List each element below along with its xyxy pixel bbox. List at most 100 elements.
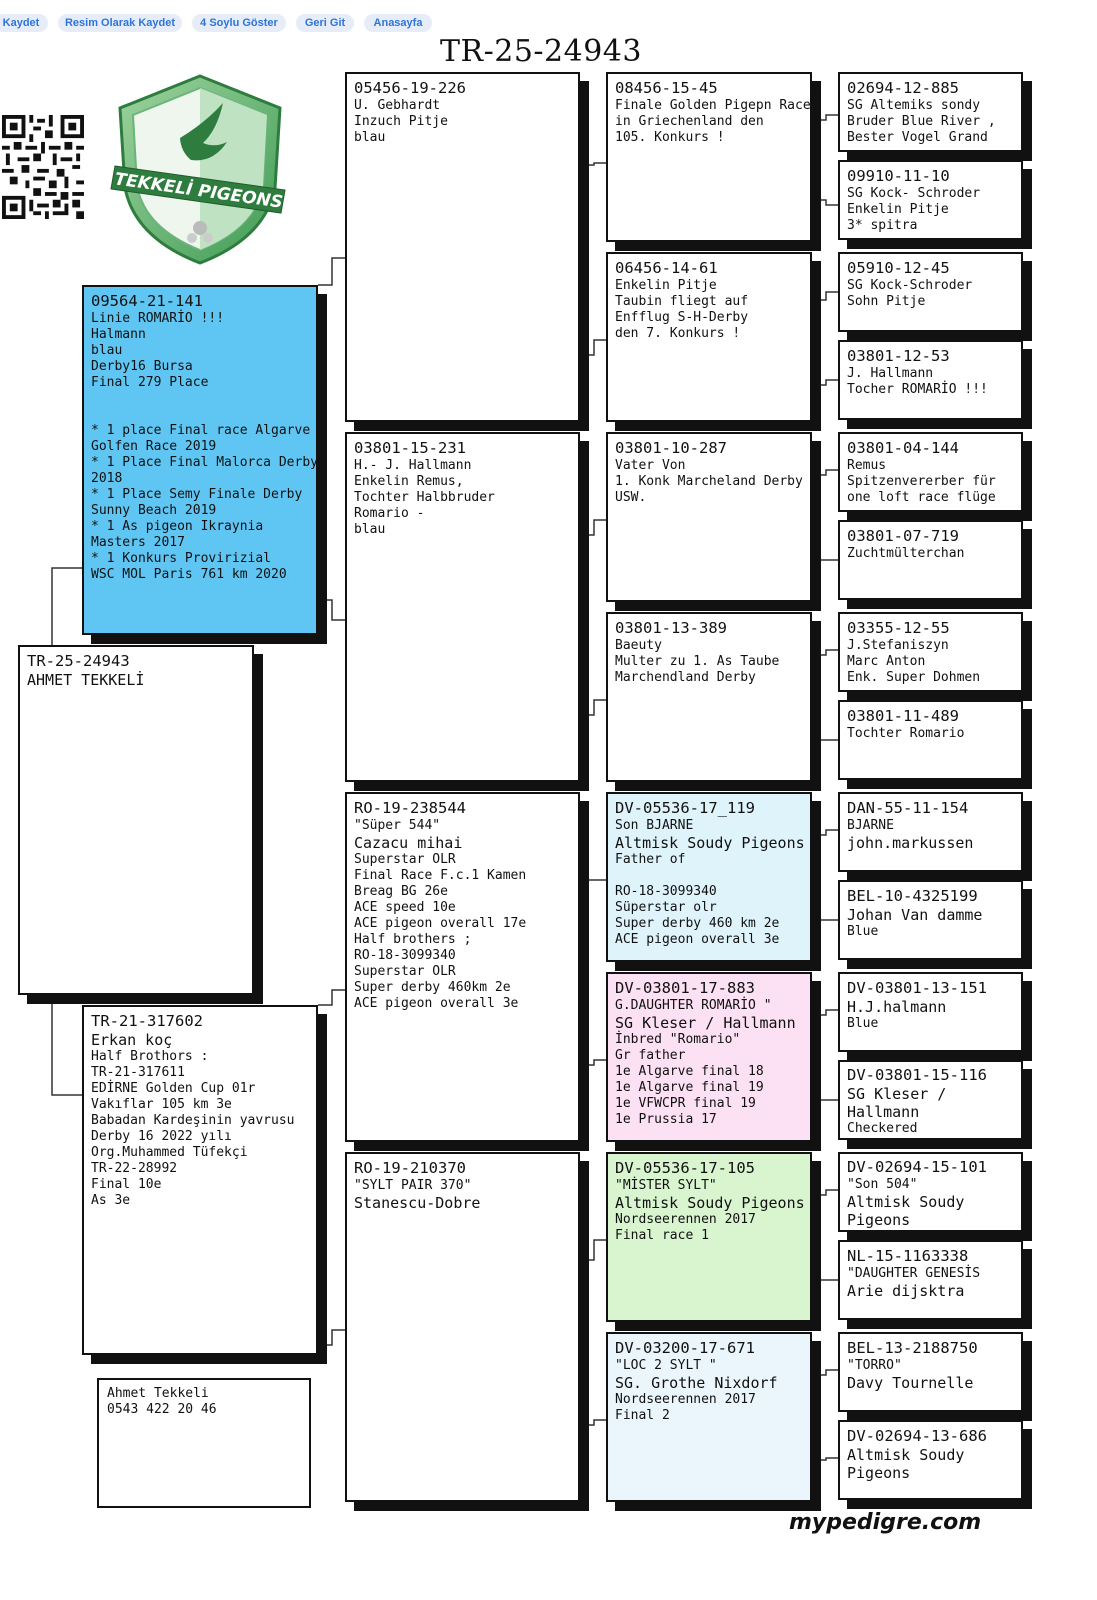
site-brand-footer[interactable]: mypedigre.com [789,1510,982,1535]
info-line: 1e VFWCPR final 19 [615,1096,756,1111]
info-line: Tocher ROMARİO !!! [847,382,988,397]
gen4-card[interactable]: 03801-04-144 Remus Spitzenvererber für o… [838,432,1023,512]
info-line: Enfflug S-H-Derby [615,310,749,325]
gen3-card[interactable]: DV-03200-17-671 "LOC 2 SYLT " SG. Grothe… [606,1332,812,1502]
gen4-card[interactable]: NL-15-1163338 "DAUGHTER GENESİS Arie dij… [838,1240,1023,1320]
subject-card[interactable]: TR-25-24943 AHMET TEKKELİ [18,645,254,995]
gen4-card[interactable]: DAN-55-11-154 BJARNE john.markussen [838,792,1023,872]
breeder-name: john.markussen [847,834,974,852]
info-line: blau [354,130,386,145]
breeder-name: Cazacu mihai [354,834,463,852]
gen3-card[interactable]: 06456-14-61 Enkelin Pitje Taubin fliegt … [606,252,812,422]
gen2-card[interactable]: RO-19-210370 "SYLT PAIR 370" Stanescu-Do… [345,1152,580,1502]
breeder-name: Altmisk Soudy Pigeons [615,1194,805,1212]
gen2-card[interactable]: 05456-19-226 U. Gebhardt Inzuch Pitje bl… [345,72,580,422]
gen4-card[interactable]: 05910-12-45 SG Kock-Schroder Sohn Pitje [838,252,1023,332]
info-line: Enkelin Pitje [615,278,717,293]
qr-code [2,115,84,219]
gen4-card[interactable]: 03801-12-53 J. Hallmann Tocher ROMARİO !… [838,340,1023,420]
ring-number: 03801-13-389 [615,619,727,637]
gen3-card[interactable]: 03801-10-287 Vater Von 1. Konk Marchelan… [606,432,812,602]
home-button[interactable]: Anasayfa [364,14,432,32]
ring-number: 03801-12-53 [847,347,950,365]
gen3-card[interactable]: 03801-13-389 Baeuty Multer zu 1. As Taub… [606,612,812,782]
gen4-card[interactable]: BEL-10-4325199 Johan Van damme Blue [838,880,1023,960]
ring-number: DV-03801-15-116 [847,1066,987,1084]
info-line: Superstar OLR [354,852,456,867]
gen4-card[interactable]: DV-02694-13-686 Altmisk Soudy Pigeons [838,1420,1023,1500]
info-line: Final race 1 [615,1228,709,1243]
info-line: ACE pigeon overall 17e [354,916,527,931]
info-line: J.Stefaniszyn [847,638,949,653]
ring-number: 03355-12-55 [847,619,950,637]
sire-ring-number: 09564-21-141 [91,292,203,310]
ring-number: RO-19-238544 [354,799,466,817]
breeder-name: Altmisk Soudy Pigeons [615,834,805,852]
info-line: Blue [847,924,879,939]
sire-card[interactable]: 09564-21-141 Linie ROMARİO !!! Halmann b… [82,285,318,635]
dam-ring-number: TR-21-317602 [91,1012,203,1030]
owner-phone: 0543 422 20 46 [107,1402,217,1417]
breeder-name: SG. Grothe Nixdorf [615,1374,778,1392]
info-line: 1e Algarve final 18 [615,1064,764,1079]
dam-info-line: TR-22-28992 [91,1161,178,1176]
info-line: Nordseerennen 2017 [615,1212,756,1227]
gen4-card[interactable]: 03801-07-719 Zuchtmülterchan [838,520,1023,600]
ring-number: 06456-14-61 [615,259,718,277]
breeder-name: Johan Van damme [847,906,983,924]
gen3-card[interactable]: DV-03801-17-883 G.DAUGHTER ROMARİO " SG … [606,972,812,1142]
gen4-card[interactable]: 03355-12-55 J.Stefaniszyn Marc Anton Enk… [838,612,1023,692]
ring-number: BEL-10-4325199 [847,887,978,905]
ring-number: DV-05536-17_119 [615,799,755,817]
info-line: Multer zu 1. As Taube [615,654,780,669]
ring-number: DV-03200-17-671 [615,1339,755,1357]
gen4-card[interactable]: 02694-12-885 SG Altemiks sondy Bruder Bl… [838,72,1023,152]
gen3-card[interactable]: DV-05536-17_119 Son BJARNE Altmisk Soudy… [606,792,812,962]
dam-card[interactable]: TR-21-317602 Erkan koç Half Brothors : T… [82,1005,318,1355]
gen4-card[interactable]: 03801-11-489 Tochter Romario [838,700,1023,780]
breeder-name: SG Kleser / Hallmann [615,1014,796,1032]
gen3-card[interactable]: DV-05536-17-105 "MİSTER SYLT" Altmisk So… [606,1152,812,1322]
gen4-card[interactable]: DV-03801-15-116 SG Kleser / Hallmann Che… [838,1060,1023,1140]
info-line: RO-18-3099340 [615,884,717,899]
save-button[interactable]: Kaydet [0,14,48,32]
breeder-name: SG Kleser / [847,1085,947,1103]
info-line: J. Hallmann [847,366,934,381]
ring-number: 03801-04-144 [847,439,959,457]
owner-contact-card: Ahmet Tekkeli 0543 422 20 46 [97,1378,311,1508]
sire-info-line: * 1 place Final race Algarve [91,423,311,438]
ring-number: DAN-55-11-154 [847,799,969,817]
gen3-card[interactable]: 08456-15-45 Finale Golden Pigepn Race in… [606,72,812,242]
show-4-generations-button[interactable]: 4 Soylu Göster [192,14,286,32]
ring-number: DV-05536-17-105 [615,1159,755,1177]
info-line: Marchendland Derby [615,670,756,685]
sire-info-line: * 1 As pigeon Ikraynia [91,519,264,534]
go-back-button[interactable]: Geri Git [296,14,354,32]
gen4-card[interactable]: DV-03801-13-151 H.J.halmann Blue [838,972,1023,1052]
info-line: Blue [847,1016,879,1031]
info-line: 3* spitra [847,218,918,233]
gen2-card[interactable]: RO-19-238544 "Süper 544" Cazacu mihai Su… [345,792,580,1142]
info-line: Superstar OLR [354,964,456,979]
save-as-image-button[interactable]: Resim Olarak Kaydet [58,14,182,32]
info-line: Vater Von [615,458,686,473]
info-line: "Süper 544" [354,818,441,833]
gen4-card[interactable]: BEL-13-2188750 "TORRO" Davy Tournelle [838,1332,1023,1412]
gen2-card[interactable]: 03801-15-231 H.- J. Hallmann Enkelin Rem… [345,432,580,782]
info-line: Taubin fliegt auf [615,294,749,309]
info-line: Bester Vogel Grand [847,130,988,145]
info-line: Spitzenvererber für [847,474,996,489]
sire-info-line: Sunny Beach 2019 [91,503,217,518]
ring-number: DV-03801-17-883 [615,979,755,997]
dam-info-line: TR-21-317611 [91,1065,185,1080]
breeder-name: Altmisk Soudy [847,1193,965,1211]
gen4-card[interactable]: 09910-11-10 SG Kock- Schroder Enkelin Pi… [838,160,1023,240]
info-line: ACE speed 10e [354,900,456,915]
gen4-card[interactable]: DV-02694-15-101 "Son 504" Altmisk Soudy … [838,1152,1023,1232]
info-line: ACE pigeon overall 3e [615,932,780,947]
ring-number: 02694-12-885 [847,79,959,97]
sire-info-line: Golfen Race 2019 [91,439,217,454]
dam-info-line: Vakıflar 105 km 3e [91,1097,232,1112]
ring-number: 09910-11-10 [847,167,950,185]
ring-number: DV-02694-15-101 [847,1158,987,1176]
